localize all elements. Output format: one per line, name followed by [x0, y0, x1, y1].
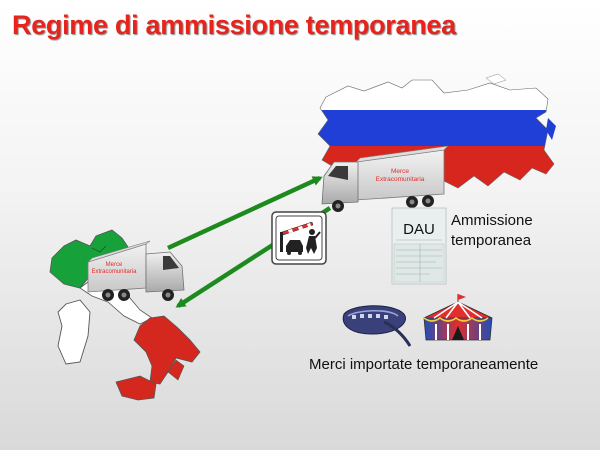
admission-label-line2: temporanea: [451, 232, 532, 249]
customs-barrier-icon: [271, 211, 327, 265]
truck-right-label-line2: Extracomunitaria: [376, 176, 425, 183]
italy-map: [49, 229, 201, 401]
truck-left-label-line2: Extracomunitaria: [91, 269, 137, 275]
admission-label-line1: Ammissione: [451, 212, 533, 229]
arrow-export: [167, 175, 323, 251]
slide-title: Regime di ammissione temporanea: [12, 10, 456, 40]
truck-left-label-line1: Merce: [106, 262, 123, 268]
circus-tent-icon: [423, 294, 493, 341]
truck-right: Merce Extracomunitaria: [321, 145, 449, 212]
dau-label: DAU: [403, 221, 435, 238]
dau-document: DAU: [391, 207, 447, 285]
truck-right-label-line1: Merce: [391, 168, 409, 175]
truck-left: Merce Extracomunitaria: [87, 240, 185, 301]
goods-caption: Merci importate temporaneamente: [309, 356, 539, 373]
film-reel-icon: [342, 305, 412, 347]
admission-label: Ammissione temporanea: [451, 211, 561, 251]
